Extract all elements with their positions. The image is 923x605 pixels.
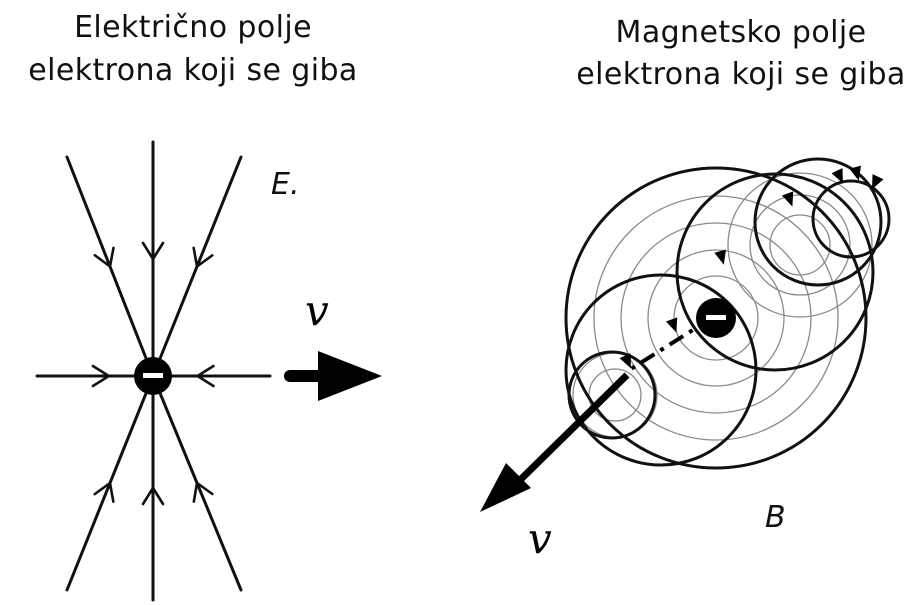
magnetic-field-rings bbox=[564, 157, 891, 470]
electric-field-arrowhead bbox=[192, 480, 214, 503]
electric-field-arrowhead bbox=[141, 485, 165, 506]
electron-left bbox=[134, 357, 172, 395]
magnetic-field-ring-thin bbox=[727, 172, 873, 318]
magnetic-field-ring bbox=[675, 172, 875, 372]
magnetic-title-line2: elektrona koji se giba bbox=[576, 57, 905, 92]
magnetic-field-arrowheads bbox=[619, 165, 884, 369]
magnetic-field-ring bbox=[753, 157, 883, 287]
electron-left-minus-sign bbox=[143, 373, 163, 378]
velocity-arrow-left bbox=[284, 351, 382, 401]
magnetic-field-arrowhead bbox=[781, 191, 794, 207]
magnetic-field-arrowhead bbox=[619, 353, 631, 369]
electric-field-label: E. bbox=[271, 167, 300, 202]
magnetic-field-arrowhead bbox=[831, 168, 843, 184]
electric-field-arrowheads bbox=[91, 241, 215, 506]
velocity-label-right: v bbox=[528, 514, 552, 563]
magnetic-field-arrowhead bbox=[665, 317, 678, 333]
magnetic-field-ring-thin bbox=[620, 222, 812, 414]
magnetic-field-label: B bbox=[765, 500, 786, 535]
electric-field-arrowhead bbox=[93, 480, 115, 503]
magnetic-field-arrowhead bbox=[849, 165, 861, 181]
electric-field-arrowhead bbox=[91, 364, 112, 388]
electric-field-arrowhead bbox=[93, 246, 115, 269]
magnetic-field-ring-thin bbox=[749, 194, 851, 296]
electron-right-minus-sign bbox=[706, 315, 726, 320]
magnetic-field-ring-thin bbox=[588, 368, 642, 422]
magnetic-field-arrowhead bbox=[872, 174, 884, 190]
electric-field-arrowhead bbox=[195, 364, 215, 388]
electric-field-arrowhead bbox=[141, 241, 165, 262]
electric-field-panel: Električno polje elektrona koji se giba … bbox=[28, 10, 382, 602]
magnetic-field-ring-thin bbox=[593, 195, 839, 441]
magnetic-field-ring-thin bbox=[769, 214, 831, 276]
magnetic-title-line1: Magnetsko polje bbox=[616, 15, 867, 50]
magnetic-field-ring bbox=[811, 179, 891, 259]
magnetic-field-ring bbox=[564, 166, 868, 470]
magnetic-field-panel: Magnetsko polje elektrona koji se giba v… bbox=[480, 15, 905, 563]
magnetic-field-ring-thin bbox=[647, 249, 785, 387]
velocity-arrow-right bbox=[480, 372, 630, 512]
velocity-arrow-right-head bbox=[480, 463, 531, 512]
velocity-arrow-right-shaft bbox=[512, 372, 630, 488]
magnetic-field-ring bbox=[564, 273, 758, 467]
magnetic-field-ring-thin bbox=[673, 275, 759, 361]
velocity-arrow-left-head bbox=[318, 351, 382, 401]
electric-title-line2: elektrona koji se giba bbox=[28, 53, 357, 88]
magnetic-field-ring bbox=[567, 350, 657, 440]
electric-field-arrowhead bbox=[192, 246, 214, 269]
velocity-label-left: v bbox=[305, 286, 329, 335]
magnetic-field-arrowhead bbox=[714, 249, 726, 265]
electron-right bbox=[696, 298, 736, 338]
electric-title-line1: Električno polje bbox=[74, 10, 312, 45]
